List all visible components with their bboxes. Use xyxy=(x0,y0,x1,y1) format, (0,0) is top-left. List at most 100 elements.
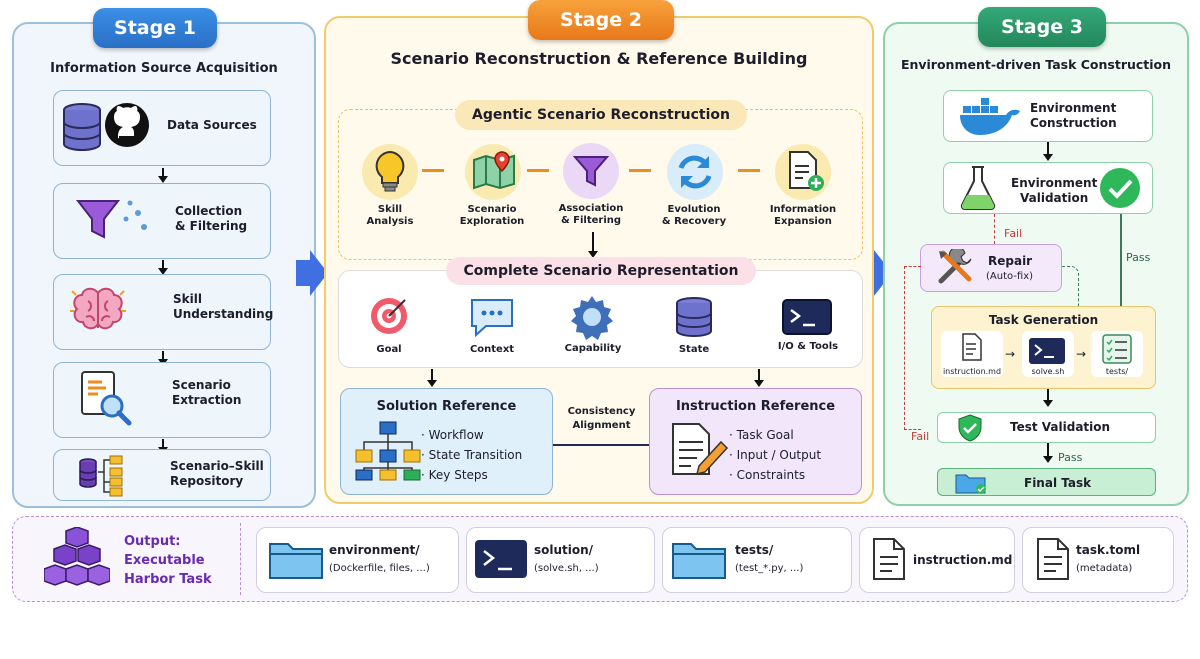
test-validation-label: Test Validation xyxy=(1010,420,1111,434)
checklist-icon xyxy=(1102,334,1132,364)
arrow-down-icon xyxy=(158,268,168,275)
skill-understanding-box xyxy=(53,274,271,350)
github-icon xyxy=(105,103,149,147)
arrow-down-icon xyxy=(1043,154,1053,161)
check-circle-icon xyxy=(1100,168,1140,208)
filter-icon xyxy=(573,156,609,187)
gear-icon xyxy=(571,296,613,340)
solve-file-label: solve.sh xyxy=(1031,367,1065,376)
capability-label: Capability xyxy=(564,343,622,354)
information-expansion-label: Information Expansion xyxy=(769,204,837,227)
repair-title: Repair xyxy=(988,254,1033,268)
output-solution-sub: (solve.sh, ...) xyxy=(534,563,599,574)
fail-label: Fail xyxy=(911,430,930,443)
docker-icon xyxy=(960,98,1020,135)
skill-analysis-label: Skill Analysis xyxy=(366,204,414,227)
flowchart-icon xyxy=(355,421,421,481)
output-task-toml-sub: (metadata) xyxy=(1076,563,1133,574)
chat-icon xyxy=(471,299,513,338)
instruction-bullet: · Input / Output xyxy=(729,448,822,462)
consistency-label: Consistency Alignment xyxy=(567,406,636,431)
terminal-icon xyxy=(1029,338,1065,364)
database-icon xyxy=(63,103,101,151)
io-tools-label: I/O & Tools xyxy=(777,341,839,352)
scenario-extraction-label: Scenario Extraction xyxy=(172,378,242,407)
shield-check-icon xyxy=(958,414,982,442)
repair-sub: (Auto-fix) xyxy=(986,271,1034,282)
complete-representation-title: Complete Scenario Representation xyxy=(446,257,756,285)
consistency-link xyxy=(553,444,650,446)
fail-label: Fail xyxy=(1004,227,1023,240)
arrow-right-icon: → xyxy=(1076,347,1087,361)
arrow-right-icon: → xyxy=(1005,347,1016,361)
skill-understanding-label: Skill Understanding xyxy=(173,292,274,321)
pass-label: Pass xyxy=(1126,251,1151,264)
fail-line xyxy=(994,214,995,244)
lightbulb-icon xyxy=(375,150,405,192)
output-tests-sub: (test_*.py, ...) xyxy=(735,563,804,574)
agentic-reconstruction-title: Agentic Scenario Reconstruction xyxy=(455,100,747,130)
output-task-toml-name: task.toml xyxy=(1076,543,1141,557)
solution-reference-title: Solution Reference xyxy=(376,399,517,414)
collection-filtering-box xyxy=(53,183,271,259)
document-icon xyxy=(1037,538,1069,580)
pass-line xyxy=(1120,214,1122,306)
solution-bullet: · Workflow xyxy=(421,428,484,442)
stage1-title: Information Source Acquisition xyxy=(50,61,278,76)
database-icon xyxy=(676,297,712,337)
evolution-recovery-label: Evolution & Recovery xyxy=(661,204,727,227)
document-search-icon xyxy=(81,371,132,426)
stage3-pill: Stage 3 xyxy=(978,7,1106,47)
stage3-title: Environment-driven Task Construction xyxy=(900,57,1172,72)
stage1-pill: Stage 1 xyxy=(93,8,217,48)
evolution-recovery-circle xyxy=(667,144,723,200)
stage-arrow-icon xyxy=(296,250,328,296)
instruction-file-label: instruction.md xyxy=(942,367,1002,376)
flask-icon xyxy=(960,166,996,210)
terminal-icon xyxy=(475,540,527,578)
output-solution-name: solution/ xyxy=(534,543,594,557)
instruction-bullet: · Task Goal xyxy=(729,428,794,442)
repair-loop-line xyxy=(1062,266,1079,307)
output-environment-sub: (Dockerfile, files, ...) xyxy=(329,563,430,574)
arrow-down-icon xyxy=(427,380,437,387)
map-pin-icon xyxy=(473,151,515,190)
output-environment-name: environment/ xyxy=(329,543,420,557)
instruction-reference-title: Instruction Reference xyxy=(675,399,836,414)
arrow-down-icon xyxy=(588,251,598,258)
brain-icon xyxy=(70,287,126,330)
terminal-icon xyxy=(782,299,832,335)
env-construction-label: Environment Construction xyxy=(1030,101,1117,130)
folder-icon xyxy=(269,543,323,579)
scenario-exploration-label: Scenario Exploration xyxy=(459,204,525,227)
task-generation-title: Task Generation xyxy=(988,313,1099,327)
cubes-icon xyxy=(44,527,110,586)
stage2-pill: Stage 2 xyxy=(528,0,674,40)
output-divider xyxy=(240,523,241,595)
document-edit-icon xyxy=(672,423,729,476)
output-instruction-name: instruction.md xyxy=(913,553,1013,567)
folder-check-icon xyxy=(955,474,986,494)
association-filtering-label: Association & Filtering xyxy=(558,203,624,226)
solution-bullet: · State Transition xyxy=(421,448,523,462)
stage2-title: Scenario Reconstruction & Reference Buil… xyxy=(390,49,808,68)
tests-file-label: tests/ xyxy=(1105,367,1129,376)
output-tests-name: tests/ xyxy=(735,543,774,557)
data-sources-label: Data Sources xyxy=(167,118,257,132)
arrow-down-icon xyxy=(158,176,168,183)
filter-icon xyxy=(76,200,147,239)
env-validation-label: Environment Validation xyxy=(1011,176,1098,205)
state-label: State xyxy=(678,344,710,355)
document-icon xyxy=(962,333,982,361)
document-icon xyxy=(873,538,905,580)
goal-label: Goal xyxy=(376,344,402,355)
solution-bullet: · Key Steps xyxy=(421,468,488,482)
output-label: Output: Executable Harbor Task xyxy=(124,534,212,587)
arrow-down-icon xyxy=(754,380,764,387)
target-icon xyxy=(371,298,407,334)
instruction-bullet: · Constraints xyxy=(729,468,806,482)
document-add-icon xyxy=(789,151,824,191)
scenario-skill-repository-label: Scenario–Skill Repository xyxy=(170,459,264,488)
arrow-down-icon xyxy=(1043,400,1053,407)
tools-icon xyxy=(938,249,972,284)
